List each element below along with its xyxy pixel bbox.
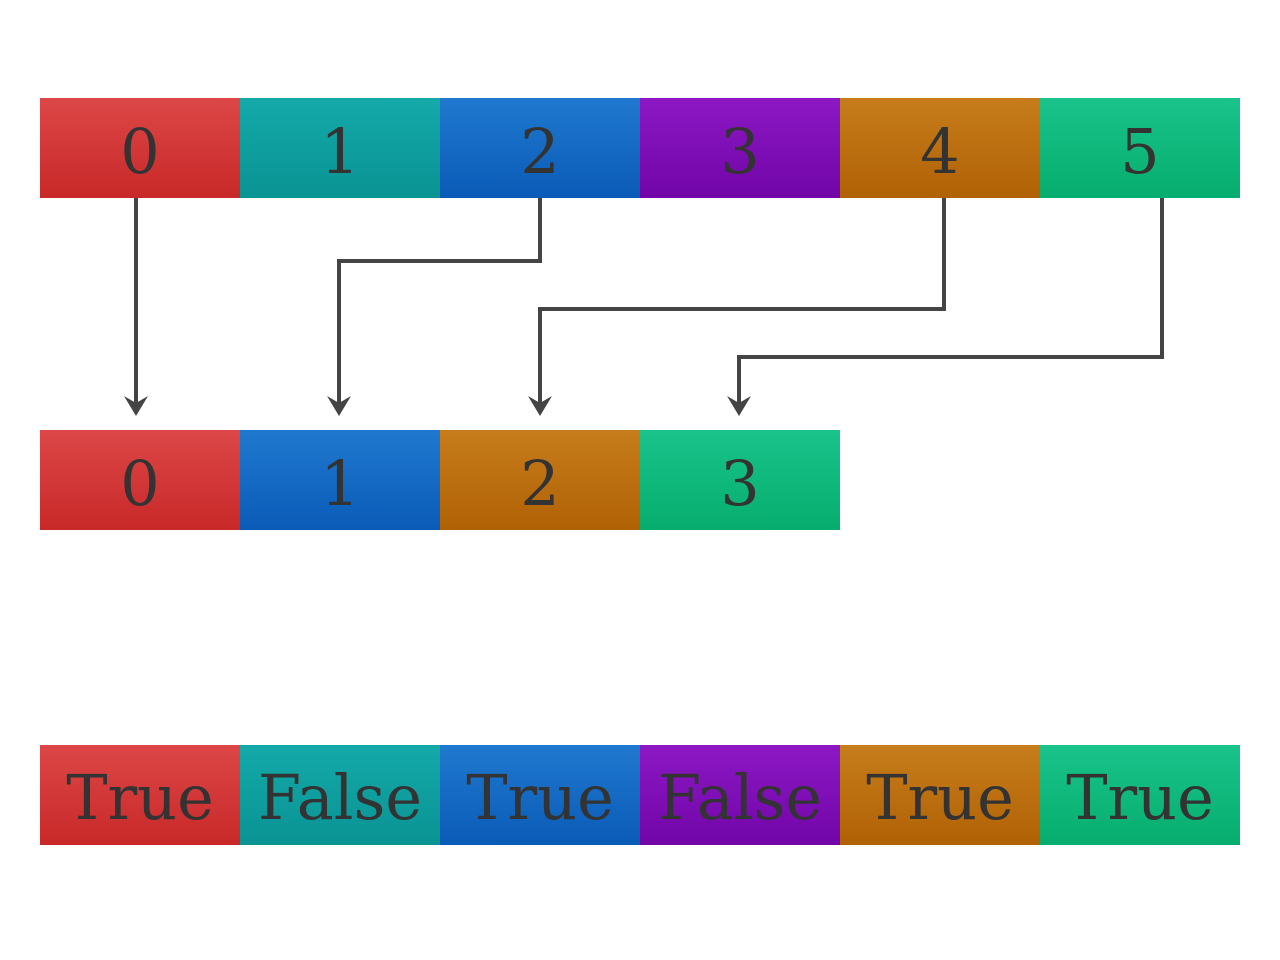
mapping-arrow-2-to-1-head (327, 396, 351, 416)
result-cell-1: 1 (240, 430, 440, 530)
mask-cell-4: True (840, 745, 1040, 845)
source-cell-5: 5 (1040, 98, 1240, 198)
source-cell-4: 4 (840, 98, 1040, 198)
mask-cell-label: True (866, 761, 1014, 834)
result-cell-label: 3 (720, 447, 760, 520)
result-array-row: 0 1 2 3 (40, 430, 840, 530)
result-cell-3: 3 (640, 430, 840, 530)
mask-cell-3: False (640, 745, 840, 845)
result-cell-0: 0 (40, 430, 240, 530)
result-cell-label: 1 (320, 447, 360, 520)
source-array-row: 0 1 2 3 4 5 (40, 98, 1240, 198)
mask-cell-1: False (240, 745, 440, 845)
mask-cell-label: True (466, 761, 614, 834)
source-cell-label: 3 (720, 115, 760, 188)
source-cell-1: 1 (240, 98, 440, 198)
source-cell-label: 4 (920, 115, 960, 188)
mask-cell-label: False (257, 761, 423, 834)
mask-cell-0: True (40, 745, 240, 845)
mask-cell-label: True (66, 761, 214, 834)
mask-cell-2: True (440, 745, 640, 845)
boolean-mask-row: True False True False True True (40, 745, 1240, 845)
source-cell-label: 0 (120, 115, 160, 188)
mask-cell-label: False (657, 761, 823, 834)
source-cell-label: 5 (1120, 115, 1160, 188)
mask-cell-label: True (1066, 761, 1214, 834)
mapping-arrow-4-to-2 (538, 198, 946, 408)
source-cell-0: 0 (40, 98, 240, 198)
source-cell-2: 2 (440, 98, 640, 198)
source-cell-label: 1 (320, 115, 360, 188)
source-cell-label: 2 (520, 115, 560, 188)
mapping-arrow-5-to-3-head (727, 396, 751, 416)
mapping-arrow-5-to-3 (737, 198, 1164, 408)
mapping-arrow-0-to-0-head (124, 396, 148, 416)
mapping-arrow-4-to-2-head (528, 396, 552, 416)
mapping-arrow-2-to-1 (337, 198, 542, 408)
result-cell-label: 2 (520, 447, 560, 520)
result-cell-label: 0 (120, 447, 160, 520)
result-cell-2: 2 (440, 430, 640, 530)
mask-cell-5: True (1040, 745, 1240, 845)
source-cell-3: 3 (640, 98, 840, 198)
